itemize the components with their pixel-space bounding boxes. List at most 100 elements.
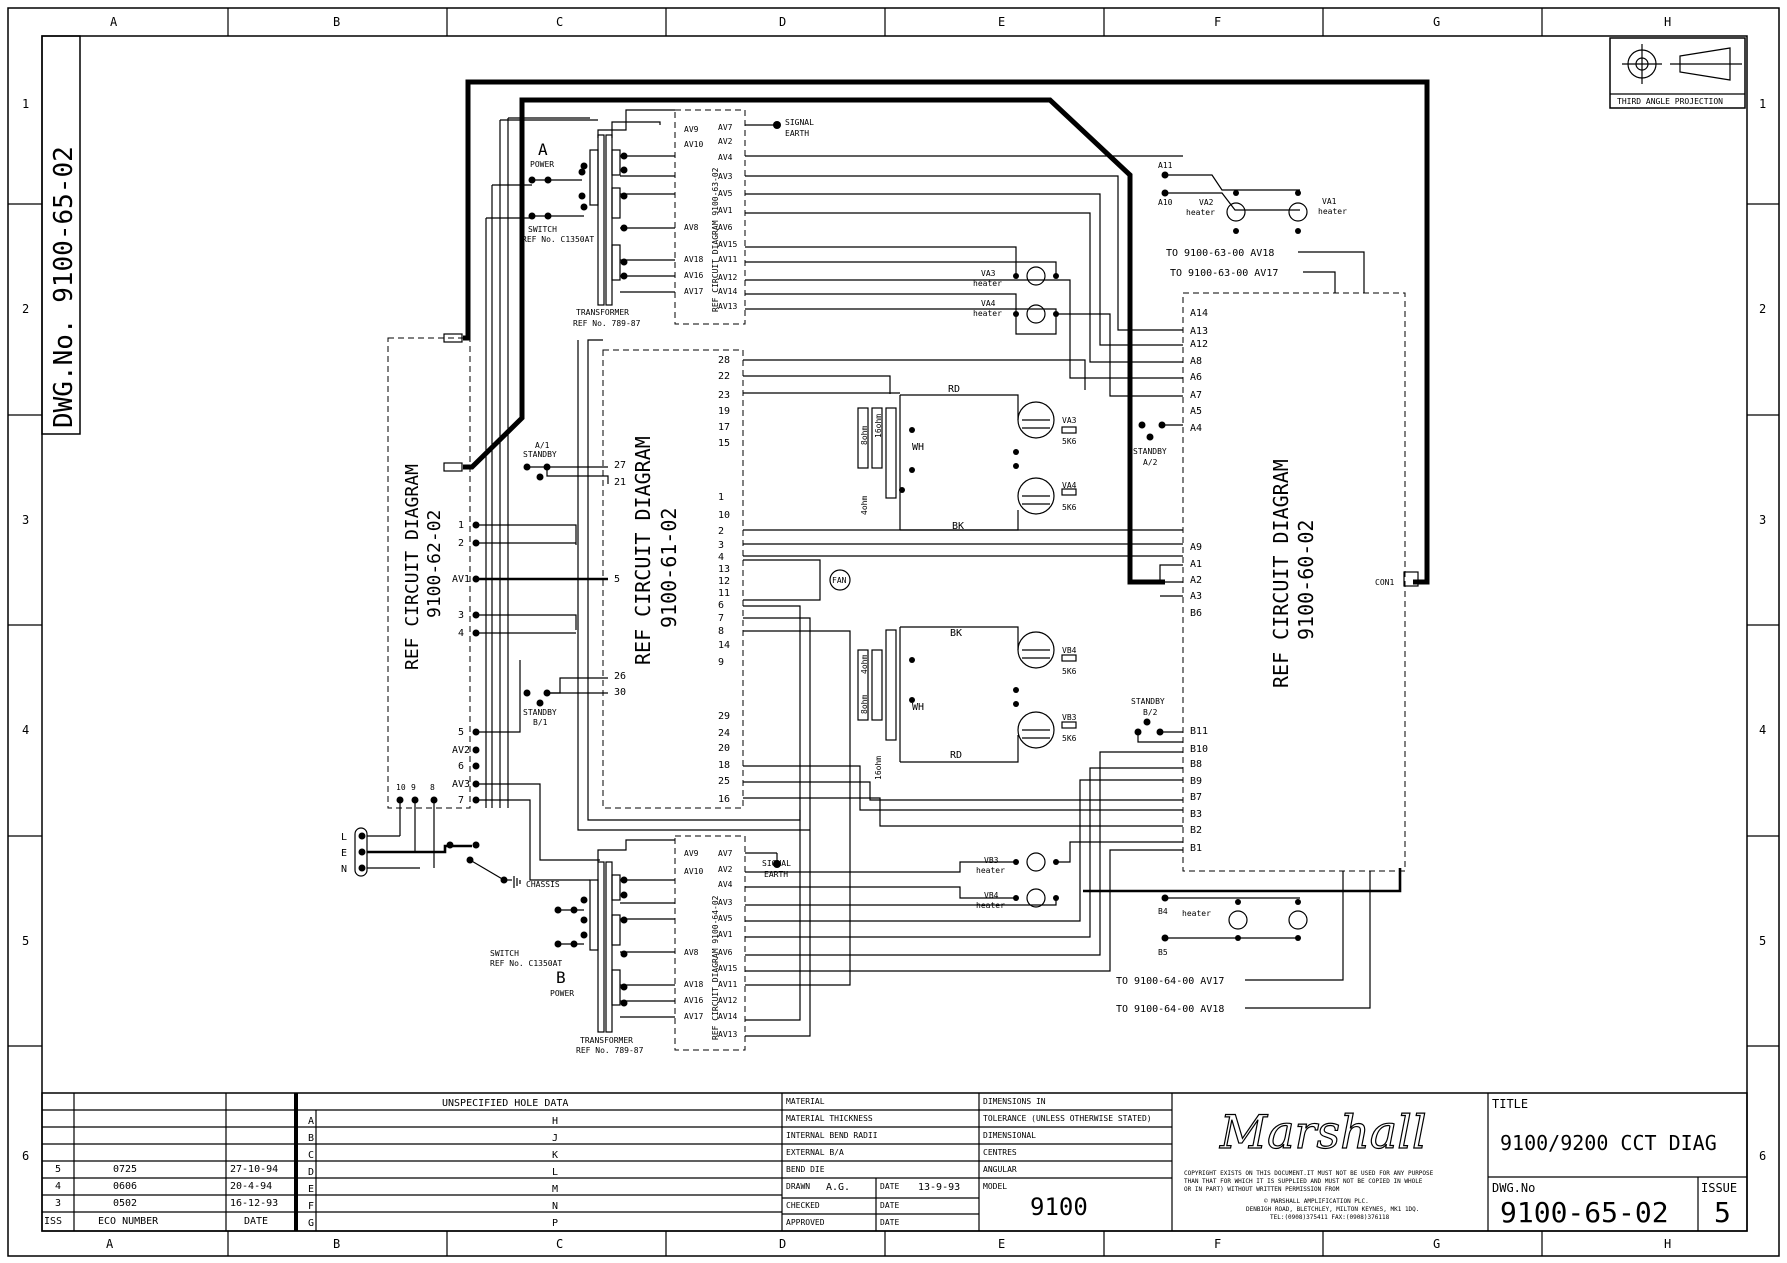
projection-label: THIRD ANGLE PROJECTION — [1617, 97, 1723, 106]
va3-heater-id: VA3 — [981, 269, 996, 278]
dwg-number-vertical: DWG.No. 9100-65-02 — [49, 146, 79, 428]
grid-row-4: 4 — [22, 723, 29, 737]
bot-pin-av9: AV9 — [684, 849, 699, 858]
power-a-transformer: TRANSFORMER — [576, 308, 629, 317]
out-a-tap-16ohm: 16ohm — [874, 414, 883, 438]
a10-label: A10 — [1158, 198, 1173, 207]
eco-header-date: DATE — [244, 1216, 268, 1227]
copyright-line-4: © MARSHALL AMPLIFICATION PLC. — [1264, 1198, 1369, 1205]
top-pin-av8: AV8 — [684, 223, 699, 232]
bot-pin-av18: AV18 — [684, 980, 703, 989]
hole-p: P — [552, 1218, 558, 1229]
b60-pin-a2: A2 — [1190, 575, 1202, 586]
b61-pin-20: 20 — [718, 743, 730, 754]
b61-pin-8: 8 — [718, 626, 724, 637]
b60-pin-a14: A14 — [1190, 308, 1208, 319]
title-block: 5 0725 27-10-94 4 0606 20-4-94 3 0502 16… — [41, 1092, 1748, 1232]
bot-pin-av7: AV7 — [718, 849, 733, 858]
va4-heater-label: heater — [973, 309, 1002, 318]
standby-b2-label: STANDBY — [1131, 697, 1165, 706]
out-b-tap-8ohm: 8ohm — [860, 695, 869, 714]
b60-pin-b11: B11 — [1190, 726, 1208, 737]
top-pin-av2: AV2 — [718, 137, 733, 146]
b60-pin-b2: B2 — [1190, 825, 1202, 836]
output-section-b: 4ohm 8ohm 16ohm BK WH RD VB4 5K6 VB3 5K6 — [857, 626, 1077, 780]
hole-a: A — [308, 1116, 314, 1127]
top-pin-av9: AV9 — [684, 125, 699, 134]
bot-pin-av15: AV15 — [718, 964, 737, 973]
top-connector-title: REF CIRCUIT DIAGRAM 9100-63-02 — [711, 167, 720, 312]
b61-pin-15: 15 — [718, 438, 730, 449]
bot-pin-av6: AV6 — [718, 948, 733, 957]
b60-pin-a13: A13 — [1190, 326, 1208, 337]
power-b-section: B POWER SWITCH REF No. C1350AT TRANSFORM… — [490, 839, 675, 1055]
top-pin-av1: AV1 — [718, 206, 733, 215]
hole-e: E — [308, 1184, 314, 1195]
issue-label: ISSUE — [1701, 1181, 1737, 1195]
eco-iss-1: 5 — [55, 1164, 61, 1175]
b61-pin-6: 6 — [718, 600, 724, 611]
b60-pin-a4: A4 — [1190, 423, 1202, 434]
standby-b2-id: B/2 — [1143, 708, 1158, 717]
block61-title: REF CIRCUIT DIAGRAM — [631, 436, 655, 665]
bot-pin-av4: AV4 — [718, 880, 733, 889]
issue-value: 5 — [1714, 1196, 1731, 1229]
standby-a1-label: STANDBY — [523, 450, 557, 459]
top-pin-av10: AV10 — [684, 140, 703, 149]
b61-pin-25: 25 — [718, 776, 730, 787]
top-pin-av11: AV11 — [718, 255, 737, 264]
bottom-connector: REF CIRCUIT DIAGRAM 9100-64-02 AV9 AV10 … — [674, 835, 791, 1051]
grid-labels-bottom: A B C D E F G H — [106, 1237, 1671, 1251]
copyright-line-3: OR IN PART) WITHOUT WRITTEN PERMISSION F… — [1184, 1186, 1340, 1193]
mains-input: L E N CHASSIS — [341, 827, 560, 889]
ref-block-60: REF CIRCUIT DIAGRAM 9100-60-02 CON1 — [1182, 292, 1419, 872]
b60-pin-a9: A9 — [1190, 542, 1202, 553]
b62-pin-7: 7 — [458, 795, 464, 806]
approved-label: APPROVED — [786, 1218, 825, 1227]
b61-pin-24: 24 — [718, 728, 730, 739]
grid-row-3-right: 3 — [1759, 513, 1766, 527]
b62-pin-9: 9 — [411, 783, 416, 792]
b60-pin-b9: B9 — [1190, 776, 1202, 787]
eco-number-2: 0606 — [113, 1181, 137, 1192]
b62-pin-6: 6 — [458, 761, 464, 772]
va1-label: VA1 — [1322, 197, 1337, 206]
external-ba-label: EXTERNAL B/A — [786, 1148, 844, 1157]
standby-switches: A/1 STANDBY STANDBY B/1 STANDBY A/2 STAN… — [523, 421, 1183, 743]
standby-b1-label: STANDBY — [523, 708, 557, 717]
block62-number: 9100-62-02 — [424, 510, 445, 618]
tube-vb4-label: VB4 — [1062, 646, 1077, 655]
fan-label: FAN — [832, 576, 847, 585]
b62-pin-4: 4 — [458, 628, 464, 639]
chassis-label: CHASSIS — [526, 880, 560, 889]
grid-row-4-right: 4 — [1759, 723, 1766, 737]
hole-j: J — [552, 1133, 558, 1144]
power-b-switch-ref: REF No. C1350AT — [490, 959, 562, 968]
b61-pin-29: 29 — [718, 711, 730, 722]
eco-date-3: 16-12-93 — [230, 1198, 278, 1209]
power-a-transformer-ref: REF No. 789-87 — [573, 319, 641, 328]
b62-pin-av2: AV2 — [452, 745, 470, 756]
block60-pins: A14 A13 A12 A8 A6 A7 A5 A4 A9 A1 A2 A3 B… — [1190, 308, 1208, 854]
b60-pin-a1: A1 — [1190, 559, 1202, 570]
b60-pin-b8: B8 — [1190, 759, 1202, 770]
standby-a2-id: A/2 — [1143, 458, 1158, 467]
block61-number: 9100-61-02 — [657, 508, 681, 628]
b62-pin-2: 2 — [458, 538, 464, 549]
top-pin-av6: AV6 — [718, 223, 733, 232]
grid-col-f: F — [1214, 15, 1221, 29]
tube-va3-label: VA3 — [1062, 416, 1077, 425]
bend-die-label: BEND DIE — [786, 1165, 825, 1174]
out-b-wh: WH — [912, 702, 924, 713]
grid-col-c-bottom: C — [556, 1237, 563, 1251]
power-a-switch: SWITCH — [528, 225, 557, 234]
top-pin-av12: AV12 — [718, 273, 737, 282]
b61-pin-17: 17 — [718, 422, 730, 433]
drawn-by: A.G. — [826, 1182, 850, 1193]
grid-row-6: 6 — [22, 1149, 29, 1163]
grid-col-g-bottom: G — [1433, 1237, 1440, 1251]
to-references: TO 9100-63-00 AV18 TO 9100-63-00 AV17 TO… — [1116, 248, 1371, 1015]
dimensional-label: DIMENSIONAL — [983, 1131, 1036, 1140]
drawing-title: 9100/9200 CCT DIAG — [1500, 1131, 1717, 1155]
